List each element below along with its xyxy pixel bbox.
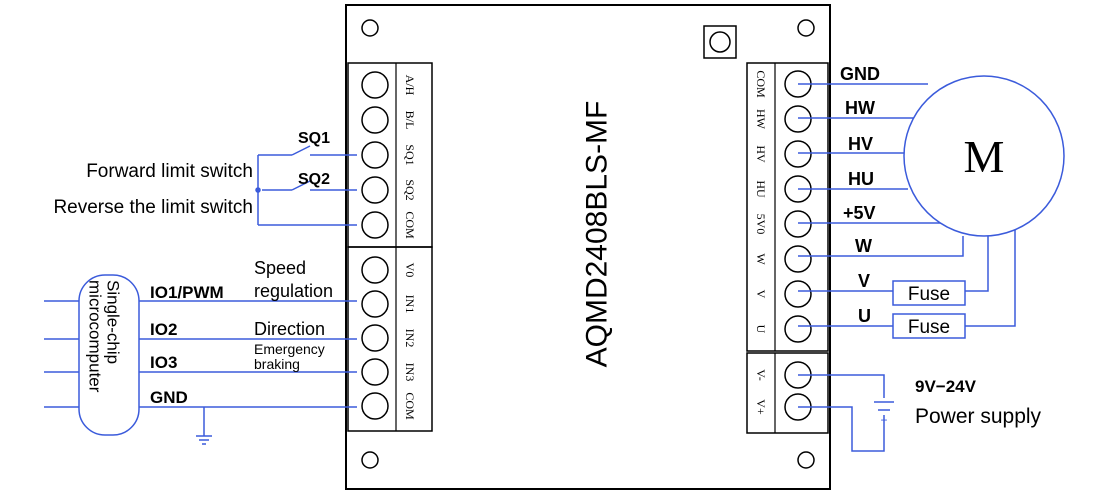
onboard-button-cap: [709, 31, 731, 53]
terminal-screw: [361, 392, 389, 420]
terminal-label: SQ2: [403, 179, 417, 200]
board-outline: [345, 4, 831, 490]
terminal-screw: [361, 324, 389, 352]
terminal-label: HW: [754, 109, 768, 130]
terminal-screw: [784, 245, 812, 273]
terminal-label: B/L: [403, 111, 417, 130]
terminal-screw: [361, 358, 389, 386]
board-model: AQMD2408BLS-MF: [581, 101, 614, 368]
terminal-screw: [361, 176, 389, 204]
mcu-pin-io1: IO1/PWM: [150, 283, 224, 302]
terminal-label: A/H: [403, 75, 417, 96]
motor-wire-label: V: [858, 271, 870, 291]
motor-wire-label: HU: [848, 169, 874, 189]
motor-symbol: M: [964, 131, 1005, 182]
fuse-label: Fuse: [908, 317, 950, 338]
terminal-label: COM: [403, 392, 417, 420]
limit-switch-wiring: [255, 145, 357, 226]
controller-board: AQMD2408BLS-MF: [345, 4, 831, 490]
motor-wire-label: W: [855, 236, 872, 256]
onboard-button: [703, 25, 737, 59]
terminal-screw: [784, 210, 812, 238]
motor-wire-label: HV: [848, 134, 873, 154]
fuse-v: Fuse: [892, 280, 966, 306]
forward-limit-label: Forward limit switch: [86, 161, 253, 182]
terminal-label: IN1: [403, 295, 417, 314]
function-speed-line1: Speed: [254, 258, 306, 278]
motor-wire-label: +5V: [843, 203, 876, 223]
motor-wiring: [798, 83, 1016, 327]
function-brake-line1: Emergency: [254, 341, 325, 357]
terminal-screw: [361, 290, 389, 318]
power-label: Power supply: [915, 405, 1042, 428]
fuse-u: Fuse: [892, 313, 966, 339]
terminal-block-outline: [746, 62, 829, 352]
terminal-label: COM: [403, 211, 417, 239]
terminal-block-outline: [347, 62, 433, 248]
terminal-label: V+: [754, 399, 768, 415]
terminal-screw: [784, 280, 812, 308]
terminal-screw: [361, 106, 389, 134]
terminal-label: SQ1: [403, 144, 417, 165]
terminal-label: IN3: [403, 363, 417, 382]
terminal-label: V-: [754, 369, 768, 381]
mcu-title-line1: Single-chip: [104, 280, 123, 364]
power-plus-sign: +: [880, 413, 887, 427]
motor-wire-label: GND: [840, 64, 880, 84]
terminal-label: V: [754, 290, 768, 299]
terminal-label: 5V0: [754, 214, 768, 235]
fuse-box: [892, 280, 966, 306]
right-terminal-block-bottom: V- V+: [746, 352, 829, 434]
mounting-hole-bottom-left: [361, 451, 379, 469]
terminal-label: COM: [754, 70, 768, 98]
mounting-hole-bottom-right: [797, 451, 815, 469]
terminal-label: U: [754, 325, 768, 334]
function-brake-line2: braking: [254, 356, 300, 372]
mounting-hole-top-right: [797, 19, 815, 37]
mcu-title-line2: microcomputer: [86, 280, 105, 393]
terminal-screw: [361, 211, 389, 239]
power-voltage: 9V−24V: [915, 377, 977, 396]
mcu-pin-io3: IO3: [150, 353, 177, 372]
fuse-box: [892, 313, 966, 339]
reverse-limit-label: Reverse the limit switch: [53, 197, 253, 218]
terminal-screw: [784, 105, 812, 133]
terminal-screw: [361, 256, 389, 284]
mcu-pin-io2: IO2: [150, 320, 177, 339]
terminal-screw: [784, 315, 812, 343]
sq2-label: SQ2: [298, 171, 330, 188]
terminal-label: HV: [754, 145, 768, 163]
terminal-label: W: [754, 253, 768, 265]
motor-body: [903, 75, 1065, 237]
function-speed-line2: regulation: [254, 281, 333, 301]
mcu-body: [78, 274, 140, 436]
power-wiring: [798, 374, 894, 452]
mcu-pin-gnd: GND: [150, 388, 188, 407]
mounting-hole-top-left: [361, 19, 379, 37]
motor-wire-label: HW: [845, 98, 875, 118]
sq1-label: SQ1: [298, 130, 330, 147]
terminal-screw: [361, 71, 389, 99]
terminal-label: IN2: [403, 329, 417, 348]
motor: M: [903, 75, 1065, 237]
terminal-screw: [784, 140, 812, 168]
terminal-label: V0: [403, 263, 417, 278]
terminal-block-outline: [347, 246, 433, 432]
fuse-label: Fuse: [908, 284, 950, 305]
function-direction: Direction: [254, 319, 325, 339]
motor-wire-label: U: [858, 306, 871, 326]
terminal-block-outline: [746, 352, 829, 434]
terminal-label: HU: [754, 180, 768, 198]
terminal-screw: [361, 141, 389, 169]
mcu-chip: Single-chip microcomputer: [78, 274, 140, 436]
